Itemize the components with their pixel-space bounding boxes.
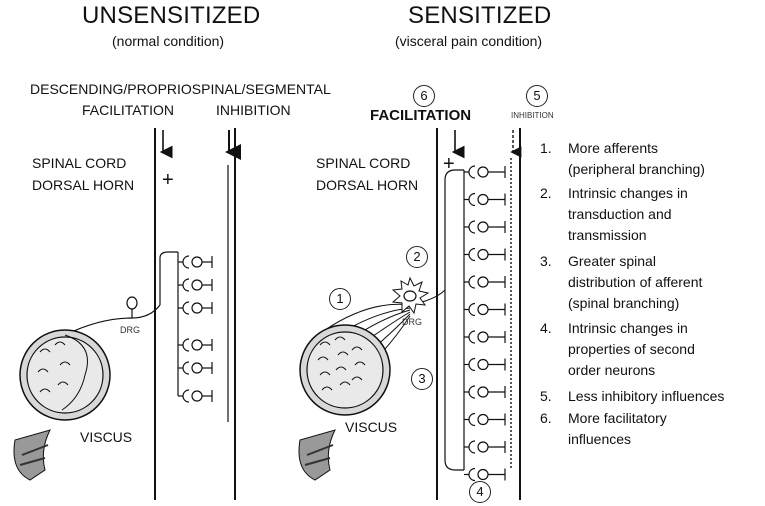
left-dorsal-horn-label: DORSAL HORN: [32, 177, 135, 193]
right-viscus-label: VISCUS: [345, 419, 398, 435]
left-subtitle: (normal condition): [112, 33, 225, 49]
synapse-terminal: [468, 440, 476, 454]
neuron-soma: [477, 413, 489, 426]
synapse-terminal: [182, 338, 190, 352]
neuron-soma: [477, 358, 489, 371]
marker-1: 1: [329, 288, 351, 310]
neuron-soma: [477, 166, 489, 178]
right-drg-sensitized-icon: [391, 276, 430, 315]
right-inhibition-label: INHIBITION: [511, 111, 554, 120]
synapse-terminal: [468, 165, 476, 179]
neuron-soma: [477, 221, 489, 233]
left-viscus-label: VISCUS: [80, 429, 133, 445]
neuron-soma: [191, 256, 203, 268]
synapse-terminal: [468, 467, 476, 482]
synapse-terminal: [468, 247, 476, 262]
left-facilitation-label: FACILITATION: [82, 102, 175, 118]
synapse-terminal: [182, 389, 190, 403]
right-afferent-central: [444, 169, 464, 290]
right-spinal-cord-label: SPINAL CORD: [316, 155, 411, 171]
synapse-terminal: [468, 385, 476, 399]
right-plus-sign: +: [443, 153, 455, 175]
synapse-terminal: [468, 220, 476, 234]
right-subtitle: (visceral pain condition): [395, 33, 543, 49]
neuron-soma: [477, 276, 489, 288]
synapse-terminal: [182, 301, 190, 315]
neuron-soma: [477, 386, 489, 398]
marker-4: 4: [469, 481, 491, 503]
synapse-terminal: [468, 357, 476, 372]
synapse-terminal: [468, 330, 476, 344]
neuron-soma: [477, 248, 489, 261]
neuron-soma: [191, 302, 203, 314]
left-title: UNSENSITIZED: [82, 2, 261, 29]
synapse-terminal: [468, 275, 476, 289]
right-facilitation-label: FACILITATION: [370, 107, 472, 124]
left-viscus-icon: [13, 329, 111, 481]
neuron-soma: [477, 441, 489, 453]
neuron-soma: [477, 303, 489, 316]
marker-2: 2: [406, 246, 428, 268]
neuron-soma: [477, 331, 489, 343]
left-plus-sign: +: [162, 169, 174, 191]
synapse-terminal: [468, 192, 476, 207]
marker-6: 6: [413, 85, 435, 107]
neuron-soma: [191, 362, 203, 374]
left-drg-icon: [126, 296, 138, 310]
right-dorsal-horn-label: DORSAL HORN: [316, 177, 419, 193]
neuron-soma: [477, 468, 489, 481]
neuron-soma: [191, 390, 203, 402]
synapse-terminal: [182, 278, 190, 292]
neuron-soma: [191, 339, 203, 351]
right-drg-label: DRG: [402, 317, 422, 327]
right-title: SENSITIZED: [408, 2, 552, 29]
marker-3: 3: [411, 368, 433, 390]
neuron-soma: [477, 193, 489, 206]
left-neuron-group: [177, 252, 213, 403]
synapse-terminal: [468, 302, 476, 317]
synapse-terminal: [182, 361, 190, 375]
left-spinal-cord-label: SPINAL CORD: [32, 155, 127, 171]
right-neuron-group: [463, 165, 506, 482]
right-viscus-icon: [298, 324, 391, 481]
neuron-soma: [191, 279, 203, 291]
left-afferent-fiber: [64, 304, 161, 336]
synapse-terminal: [468, 412, 476, 427]
left-inhibition-label: INHIBITION: [216, 102, 291, 118]
left-afferent-central: [159, 251, 178, 305]
descending-label: DESCENDING/PROPRIOSPINAL/SEGMENTAL: [30, 81, 331, 97]
left-drg-label: DRG: [120, 325, 140, 335]
marker-5: 5: [526, 85, 548, 107]
synapse-terminal: [182, 255, 190, 269]
